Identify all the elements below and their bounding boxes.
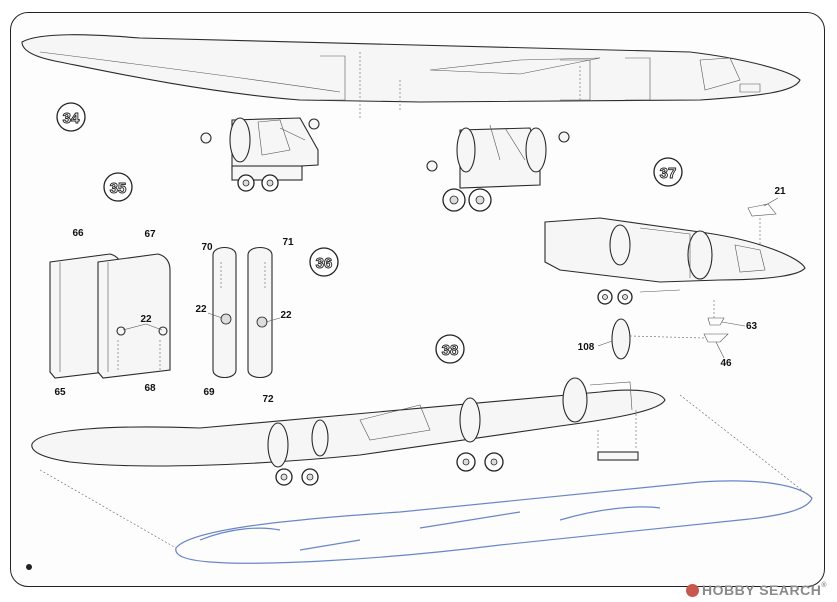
- hobby-search-watermark: HOBBY SEARCH®: [686, 582, 827, 598]
- step-number: 35: [110, 180, 127, 197]
- step-38-fuselage-upper: [31, 377, 666, 486]
- step-34-cockpit-parts: [699, 57, 761, 93]
- part-label: 108: [578, 342, 595, 353]
- part-label: 66: [72, 228, 84, 239]
- part-label: 68: [144, 383, 156, 394]
- step-37-marker: 37: [653, 157, 683, 187]
- part-label: 46: [720, 358, 732, 369]
- part-label: 70: [201, 242, 213, 253]
- watermark-registered: ®: [821, 582, 827, 589]
- hobby-search-logo-icon: [686, 584, 700, 597]
- step-34-rear-gear: [200, 117, 320, 192]
- part-label: 72: [262, 394, 274, 405]
- part-label: 22: [140, 314, 152, 325]
- part-label: 67: [144, 229, 156, 240]
- watermark-brand: HOBBY SEARCH: [702, 582, 822, 598]
- step-number: 37: [660, 165, 677, 182]
- step-34-marker: 34: [56, 102, 86, 132]
- part-label: 22: [195, 304, 207, 315]
- step-38-fuselage-lower-blue: [39, 394, 813, 564]
- step-34-front-gear: [426, 124, 570, 212]
- step-number: 34: [63, 110, 80, 127]
- step-35-bay-doors: [49, 253, 171, 379]
- part-label: 69: [203, 387, 215, 398]
- step-34-fuselage: [21, 34, 801, 212]
- part-label: 71: [282, 237, 294, 248]
- step-37-forward-fuselage: [544, 203, 806, 360]
- step-35-marker: 35: [103, 172, 133, 202]
- step-36-marker: 36: [309, 247, 339, 277]
- step-38-marker: 38: [435, 334, 465, 364]
- part-label: 22: [280, 310, 292, 321]
- step-number: 36: [316, 255, 333, 272]
- part-label: 63: [746, 321, 758, 332]
- part-label: 21: [774, 186, 786, 197]
- step-36-gear-doors: [212, 246, 273, 379]
- part-label: 65: [54, 387, 66, 398]
- step-number: 38: [442, 342, 459, 359]
- corner-dot: [26, 564, 32, 570]
